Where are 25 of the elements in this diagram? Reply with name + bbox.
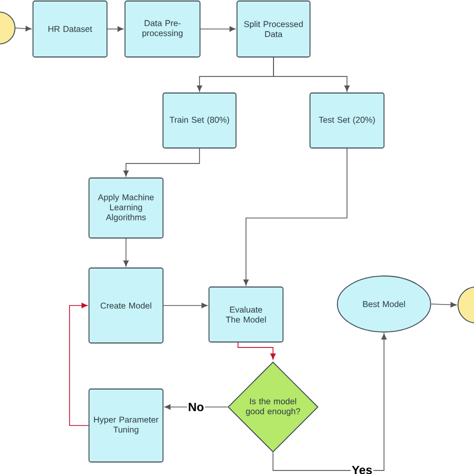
arrow [163,302,208,308]
arrow [273,57,350,92]
process-box: Train Set (80%) [162,92,236,148]
process-box: Test Set (20%) [310,92,384,148]
arrow [200,26,236,32]
arrow [272,334,387,471]
process-box: Apply Machine Learning Algorithms [88,178,164,238]
arrow [123,148,200,176]
edge-label: Yes [350,464,374,474]
process-box: Data Pre-processing [124,0,200,58]
arrow [69,302,89,426]
arrow [238,342,276,360]
arrow [164,404,228,410]
arrow [107,26,124,32]
edge-label: No [187,402,205,412]
process-box: HR Dataset [32,0,108,58]
arrow [243,148,348,286]
arrow [15,26,32,32]
terminal-circle [458,286,474,324]
process-box: Create Model [88,268,164,344]
process-box: Split Processed Data [236,0,310,58]
arrow [430,302,456,308]
arrow [123,238,129,266]
process-box: Hyper Parameter Tuning [88,388,164,462]
process-box: Evaluate The Model [208,286,284,342]
